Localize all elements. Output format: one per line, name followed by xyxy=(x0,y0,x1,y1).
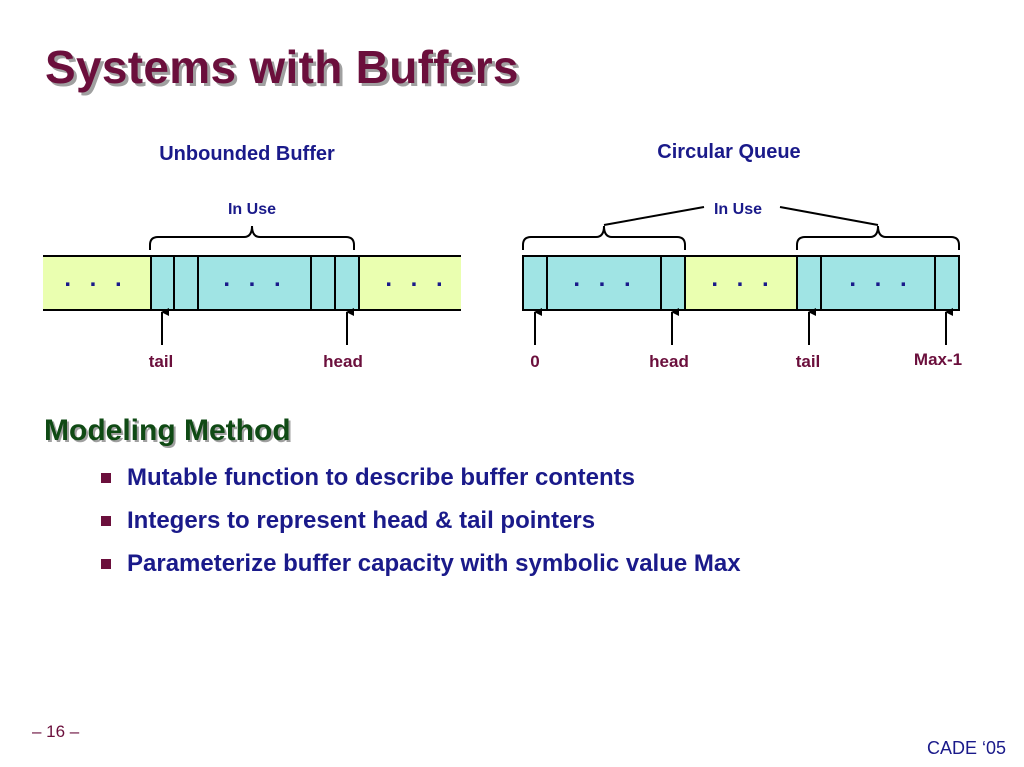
bullet-text: Parameterize buffer capacity with symbol… xyxy=(127,550,741,577)
footer-label: CADE ‘05 xyxy=(926,738,1006,758)
unbounded-ellipsis-middle: . . . xyxy=(223,265,286,292)
circular-ellipsis-middle: . . . xyxy=(711,265,774,292)
square-bullet-icon xyxy=(101,516,111,526)
circular-head-label: head xyxy=(649,352,689,371)
circular-in-use-label: In Use xyxy=(714,201,762,218)
unbounded-tail-label: tail xyxy=(149,352,174,371)
bullet-text: Mutable function to describe buffer cont… xyxy=(127,464,636,491)
circular-queue-outline xyxy=(522,255,960,311)
unbounded-in-use-region xyxy=(151,256,359,310)
circular-in-use-brace-left xyxy=(522,225,686,250)
unbounded-free-right xyxy=(359,256,461,310)
modeling-method-heading: Modeling Method xyxy=(44,414,291,447)
modeling-bullet-list: Mutable function to describe buffer cont… xyxy=(100,464,741,593)
unbounded-ellipsis-left: . . . xyxy=(64,265,127,292)
list-item: Mutable function to describe buffer cont… xyxy=(100,464,741,507)
bullet-text: Integers to represent head & tail pointe… xyxy=(127,507,596,534)
circular-in-use-region-left xyxy=(523,256,685,310)
circular-cell-dividers xyxy=(546,256,936,310)
circular-ellipsis-right: . . . xyxy=(849,265,912,292)
circular-in-use-region-right xyxy=(797,256,959,310)
circular-free-region xyxy=(685,256,797,310)
list-item: Integers to represent head & tail pointe… xyxy=(100,507,741,550)
unbounded-buffer-heading: Unbounded Buffer xyxy=(159,143,335,165)
circular-in-use-brace-right xyxy=(796,225,960,250)
unbounded-in-use-label: In Use xyxy=(228,201,276,218)
circular-queue-heading: Circular Queue xyxy=(657,141,800,163)
square-bullet-icon xyxy=(101,473,111,483)
slide-title: Systems with Buffers xyxy=(45,41,519,93)
unbounded-head-label: head xyxy=(323,352,363,371)
circular-in-use-connector-left xyxy=(603,206,705,226)
circular-in-use-connector-right xyxy=(779,206,879,226)
unbounded-ellipsis-right: . . . xyxy=(385,265,448,292)
unbounded-cell-dividers xyxy=(150,256,360,310)
square-bullet-icon xyxy=(101,559,111,569)
buffer-diagram: Unbounded Buffer In Use . . . . . . . . … xyxy=(43,141,962,371)
circular-ellipsis-left: . . . xyxy=(573,265,636,292)
circular-zero-label: 0 xyxy=(530,352,539,371)
circular-queue: Circular Queue In Use . . . . . . . . . … xyxy=(522,141,962,371)
circular-tail-label: tail xyxy=(796,352,821,371)
circular-max-label: Max-1 xyxy=(914,350,962,369)
unbounded-buffer: Unbounded Buffer In Use . . . . . . . . … xyxy=(43,143,461,371)
page-number: – 16 – xyxy=(32,722,80,741)
list-item: Parameterize buffer capacity with symbol… xyxy=(100,550,741,593)
unbounded-in-use-brace xyxy=(149,225,355,250)
unbounded-free-left xyxy=(43,256,151,310)
